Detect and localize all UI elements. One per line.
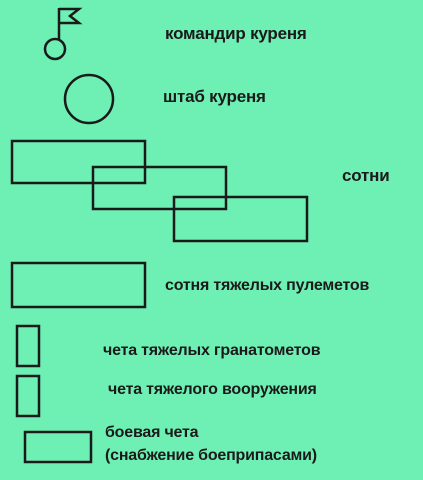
- overlapping-rectangles-icon: [10, 139, 309, 243]
- legend-label-combat-platoon: боевая чета: [105, 424, 199, 441]
- legend-label-ammo-supply: (снабжение боеприпасами): [105, 447, 317, 464]
- legend-label-companies: сотни: [342, 166, 390, 185]
- flag-circle-icon: [43, 7, 83, 61]
- small-rectangle-icon: [23, 430, 93, 464]
- legend-label-heavy-mg-company: сотня тяжелых пулеметов: [165, 277, 370, 294]
- wide-rectangle-icon: [10, 261, 147, 309]
- legend-label-heavy-weapons-platoon: чета тяжелого вооружения: [108, 381, 317, 398]
- tall-rectangle-icon: [15, 374, 41, 418]
- tall-rectangle-icon: [15, 324, 41, 368]
- legend-label-commander: командир куреня: [165, 24, 307, 43]
- circle-icon: [63, 73, 115, 125]
- legend-label-hq: штаб куреня: [163, 87, 266, 106]
- legend-label-heavy-grenade-platoon: чета тяжелых гранатометов: [103, 342, 321, 359]
